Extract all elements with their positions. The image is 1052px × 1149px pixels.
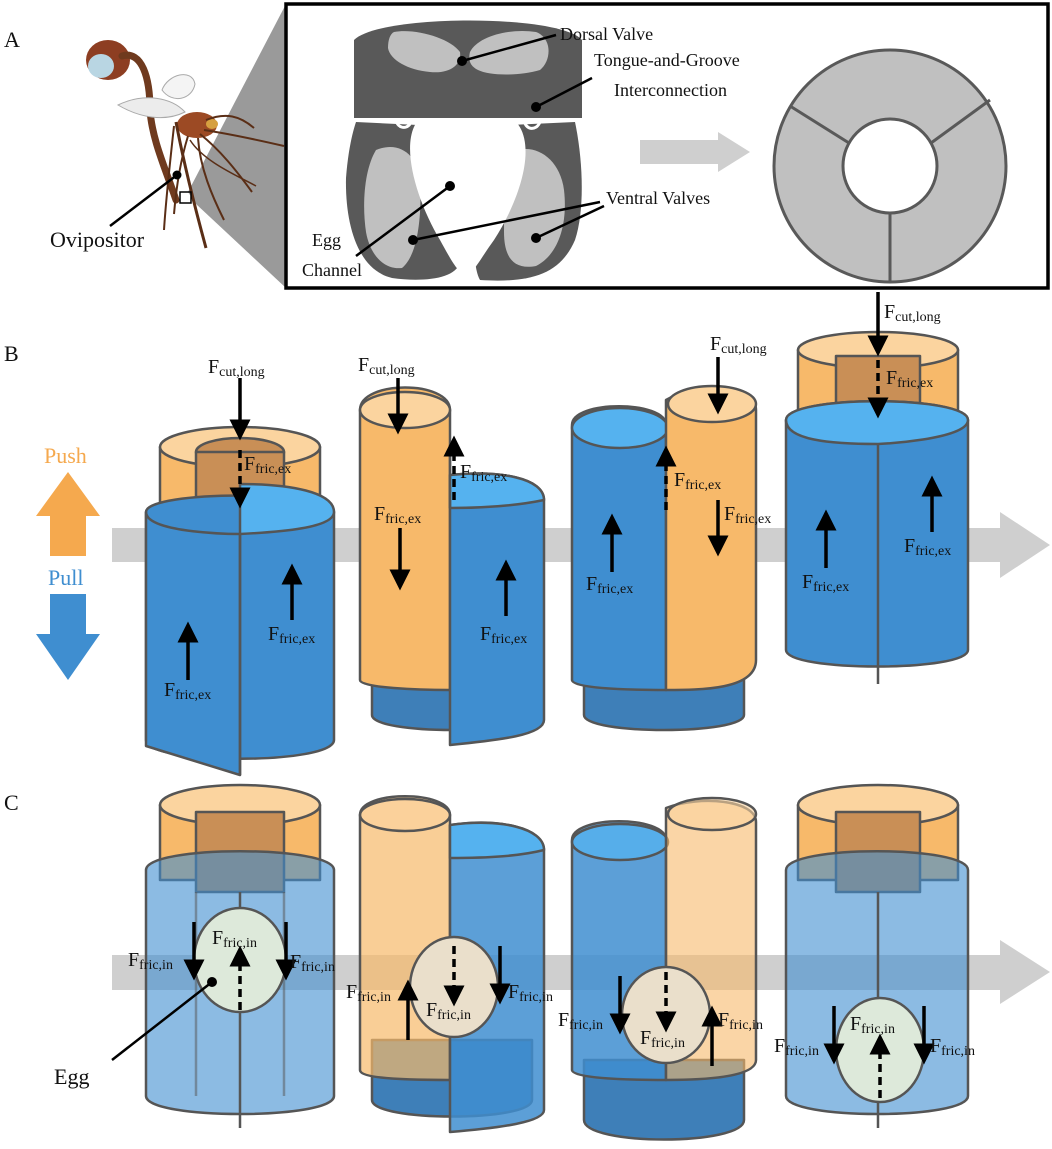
pull-arrow-icon [36, 594, 100, 680]
force-label: Ffric,in [558, 1009, 603, 1033]
panel-b-arrows [177, 292, 943, 680]
force-label: Fcut,long [358, 354, 415, 378]
force-label: Ffric,in [718, 1009, 763, 1033]
tongue-groove-label-line1: Tongue-and-Groove [594, 50, 740, 70]
force-label: Ffric,in [346, 981, 391, 1005]
force-label: Ffric,in [774, 1035, 819, 1059]
force-label: Ffric,in [290, 951, 335, 975]
force-label: Ffric,in [508, 981, 553, 1005]
force-label: Ffric,in [212, 927, 257, 951]
panel-c-arrows [183, 922, 935, 1098]
wasp-illustration [86, 40, 285, 249]
zoom-cone [188, 4, 286, 288]
egg-label: Egg [54, 1064, 89, 1089]
grey-arrow-a [640, 132, 750, 172]
force-label: Ffric,ex [586, 573, 633, 597]
push-label: Push [44, 443, 87, 468]
force-label: Ffric,ex [374, 503, 421, 527]
cylinder-c3 [570, 796, 758, 1141]
eggs [192, 906, 926, 1104]
panel-label-c: C [4, 790, 19, 815]
ovipositor-cross-section [345, 20, 590, 281]
force-label: Ffric,ex [164, 679, 211, 703]
force-label: Ffric,in [850, 1013, 895, 1037]
force-label: Ffric,ex [460, 461, 507, 485]
force-label: Ffric,ex [904, 535, 951, 559]
force-label: Ffric,ex [480, 623, 527, 647]
force-label: Ffric,in [128, 949, 173, 973]
egg-channel-label-line2: Channel [302, 260, 362, 280]
panel-b-labels: Fcut,long Ffric,ex Ffric,ex Ffric,ex Fcu… [164, 301, 951, 703]
force-label: Ffric,ex [244, 453, 291, 477]
force-label: Ffric,in [930, 1035, 975, 1059]
cylinder-b3 [570, 384, 758, 732]
force-label: Ffric,ex [724, 503, 771, 527]
force-label: Fcut,long [710, 333, 767, 357]
force-label: Ffric,ex [886, 367, 933, 391]
force-label: Fcut,long [884, 301, 941, 325]
force-label: Ffric,ex [268, 623, 315, 647]
push-pull-legend: Push Pull [36, 443, 100, 680]
cylinder-b4 [784, 330, 970, 684]
pull-label: Pull [48, 565, 83, 590]
force-label: Fcut,long [208, 356, 265, 380]
simplified-ring [772, 48, 1008, 284]
dorsal-valve-label: Dorsal Valve [560, 24, 653, 44]
ventral-valves-label: Ventral Valves [606, 188, 710, 208]
panel-a: Ovipositor Dorsal Valve Tongue-a [50, 2, 1050, 290]
push-arrow-icon [36, 472, 100, 556]
cylinder-c2 [358, 795, 546, 1134]
ovipositor-label: Ovipositor [50, 227, 145, 252]
force-label: Ffric,ex [674, 469, 721, 493]
egg-channel-label-line1: Egg [312, 230, 341, 250]
panel-label-b: B [4, 341, 19, 366]
tongue-groove-label-line2: Interconnection [614, 80, 727, 100]
force-label: Ffric,in [640, 1027, 685, 1051]
panel-label-a: A [4, 27, 20, 52]
force-label: Ffric,in [426, 999, 471, 1023]
panel-c-labels: Ffric,in Ffric,in Ffric,in Ffric,in Ffri… [54, 927, 975, 1089]
force-label: Ffric,ex [802, 571, 849, 595]
cylinder-b2 [358, 386, 546, 747]
